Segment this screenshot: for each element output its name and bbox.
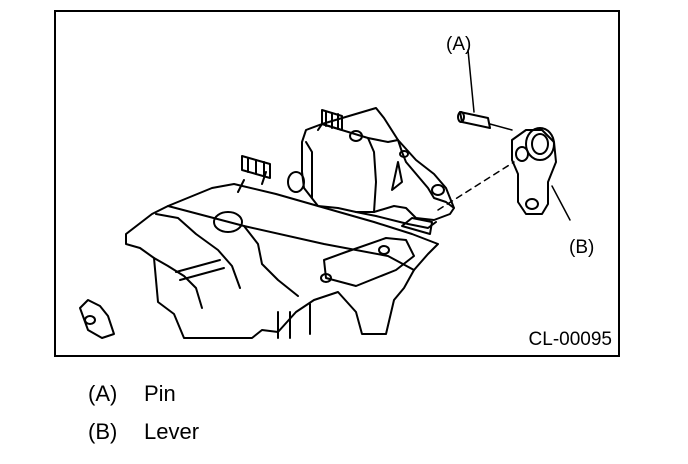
legend: (A) Pin (B) Lever (88, 383, 199, 459)
housing-hole (213, 211, 243, 233)
callout-label-a: (A) (446, 34, 472, 55)
housing-ridge-2 (155, 213, 241, 289)
alignment-line (437, 161, 515, 211)
lower-plate (323, 237, 415, 287)
legend-key: (A) (88, 381, 118, 406)
lower-plate-hole-2 (320, 273, 332, 283)
legend-label: Pin (144, 381, 176, 406)
housing-notch (237, 171, 267, 193)
pin (459, 111, 491, 129)
housing-ridge-4 (153, 257, 203, 309)
lever-hole-bottom (525, 198, 539, 210)
housing-ridge-6 (179, 267, 225, 281)
legend-label: Lever (144, 419, 200, 444)
mount-bracket-left (79, 299, 115, 339)
lever-leader (551, 185, 571, 221)
legend-row: (A) Pin (88, 383, 199, 421)
upper-block-edge (397, 139, 455, 209)
callout-label-b: (B) (569, 237, 595, 258)
housing-ridge-5 (175, 259, 221, 273)
pin-to-lever-line (489, 123, 513, 131)
housing-foot (277, 303, 311, 339)
legend-key: (B) (88, 419, 118, 444)
stud-upper-thread (325, 111, 339, 130)
stud-left (241, 155, 271, 179)
upper-block-wedge (391, 161, 403, 191)
legend-row: (B) Lever (88, 421, 199, 459)
clutch-assembly-drawing (79, 49, 571, 339)
housing-top-ridge (167, 205, 415, 271)
upper-block-front (367, 137, 377, 213)
lower-plate-hole-1 (378, 245, 390, 255)
lever-hub-inner (531, 133, 549, 155)
upper-block-hole-3 (431, 184, 445, 196)
figure-code: CL-00095 (528, 329, 612, 350)
shaft (401, 217, 433, 235)
lever-hub (525, 127, 555, 161)
pin-leader (467, 49, 475, 113)
upper-block-hole-1 (349, 130, 363, 142)
upper-block-side (305, 141, 313, 199)
stud-left-thread (247, 157, 265, 177)
pin-end (457, 111, 465, 123)
housing-body (125, 183, 439, 339)
figure-frame: (A) (B) CL-00095 (54, 10, 620, 357)
upper-block (301, 107, 455, 221)
lever-body (511, 129, 557, 215)
upper-block-hole-2 (287, 171, 305, 193)
housing-ridge-3 (243, 225, 299, 297)
lever-hole-top (515, 146, 529, 162)
upper-block-slot (399, 150, 409, 158)
mount-bracket-left-hole (84, 315, 96, 325)
stud-upper (321, 109, 343, 131)
